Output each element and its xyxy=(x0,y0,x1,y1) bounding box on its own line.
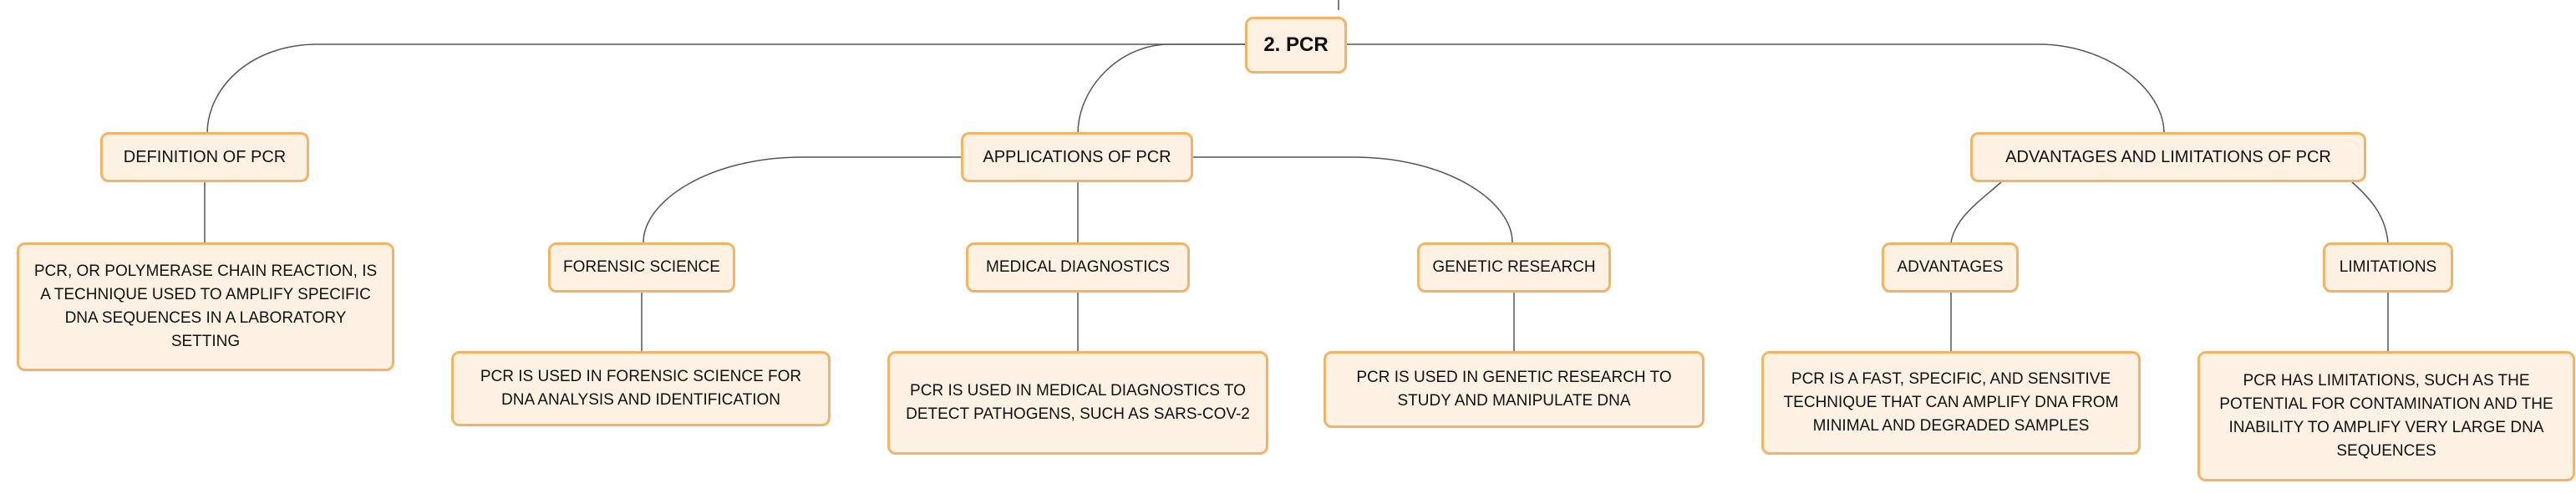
definition-detail[interactable]: PCR, OR POLYMERASE CHAIN REACTION, IS A … xyxy=(17,242,394,371)
topic-genetic-research[interactable]: GENETIC RESEARCH xyxy=(1417,242,1611,293)
branch-advantages-limitations[interactable]: ADVANTAGES AND LIMITATIONS OF PCR xyxy=(1970,132,2366,182)
branch-applications-label: APPLICATIONS OF PCR xyxy=(983,148,1171,166)
topic-medical-diagnostics-label: MEDICAL DIAGNOSTICS xyxy=(986,258,1170,276)
connector-applications-genetic xyxy=(1193,156,1513,243)
branch-definition-label: DEFINITION OF PCR xyxy=(123,148,287,166)
connector-al-advantages xyxy=(1950,181,2002,243)
topic-limitations[interactable]: LIMITATIONS xyxy=(2323,242,2453,293)
limitations-detail-text: PCR HAS LIMITATIONS, SUCH AS THE POTENTI… xyxy=(2219,372,2553,460)
root-node[interactable]: 2. PCR xyxy=(1245,17,1347,74)
definition-detail-text: PCR, OR POLYMERASE CHAIN REACTION, IS A … xyxy=(33,262,378,350)
topic-genetic-research-label: GENETIC RESEARCH xyxy=(1432,258,1596,276)
connector-root-applications xyxy=(1077,43,1245,135)
branch-definition[interactable]: DEFINITION OF PCR xyxy=(100,132,309,182)
medical-diagnostics-detail[interactable]: PCR IS USED IN MEDICAL DIAGNOSTICS TO DE… xyxy=(887,351,1268,455)
limitations-detail[interactable]: PCR HAS LIMITATIONS, SUCH AS THE POTENTI… xyxy=(2197,351,2575,481)
forensic-science-detail-text: PCR IS USED IN FORENSIC SCIENCE FOR DNA … xyxy=(480,368,802,409)
connector-root-advantages-limitations xyxy=(1345,43,2165,135)
advantages-detail[interactable]: PCR IS A FAST, SPECIFIC, AND SENSITIVE T… xyxy=(1761,351,2141,455)
topic-limitations-label: LIMITATIONS xyxy=(2339,258,2437,276)
topic-advantages[interactable]: ADVANTAGES xyxy=(1882,242,2019,293)
forensic-science-detail[interactable]: PCR IS USED IN FORENSIC SCIENCE FOR DNA … xyxy=(451,351,831,426)
branch-applications[interactable]: APPLICATIONS OF PCR xyxy=(961,132,1193,182)
advantages-detail-text: PCR IS A FAST, SPECIFIC, AND SENSITIVE T… xyxy=(1783,370,2119,435)
topic-medical-diagnostics[interactable]: MEDICAL DIAGNOSTICS xyxy=(966,242,1190,293)
topic-advantages-label: ADVANTAGES xyxy=(1897,258,2004,276)
genetic-research-detail[interactable]: PCR IS USED IN GENETIC RESEARCH TO STUDY… xyxy=(1324,351,1705,428)
connector-al-limitations xyxy=(2351,181,2389,243)
topic-forensic-science-label: FORENSIC SCIENCE xyxy=(563,258,720,276)
connector-applications-forensic xyxy=(643,156,961,243)
medical-diagnostics-detail-text: PCR IS USED IN MEDICAL DIAGNOSTICS TO DE… xyxy=(906,382,1250,423)
connector-root-definition xyxy=(206,43,1245,135)
branch-advantages-limitations-label: ADVANTAGES AND LIMITATIONS OF PCR xyxy=(2005,148,2331,166)
topic-forensic-science[interactable]: FORENSIC SCIENCE xyxy=(548,242,735,293)
genetic-research-detail-text: PCR IS USED IN GENETIC RESEARCH TO STUDY… xyxy=(1356,369,1672,410)
root-label: 2. PCR xyxy=(1263,33,1329,56)
